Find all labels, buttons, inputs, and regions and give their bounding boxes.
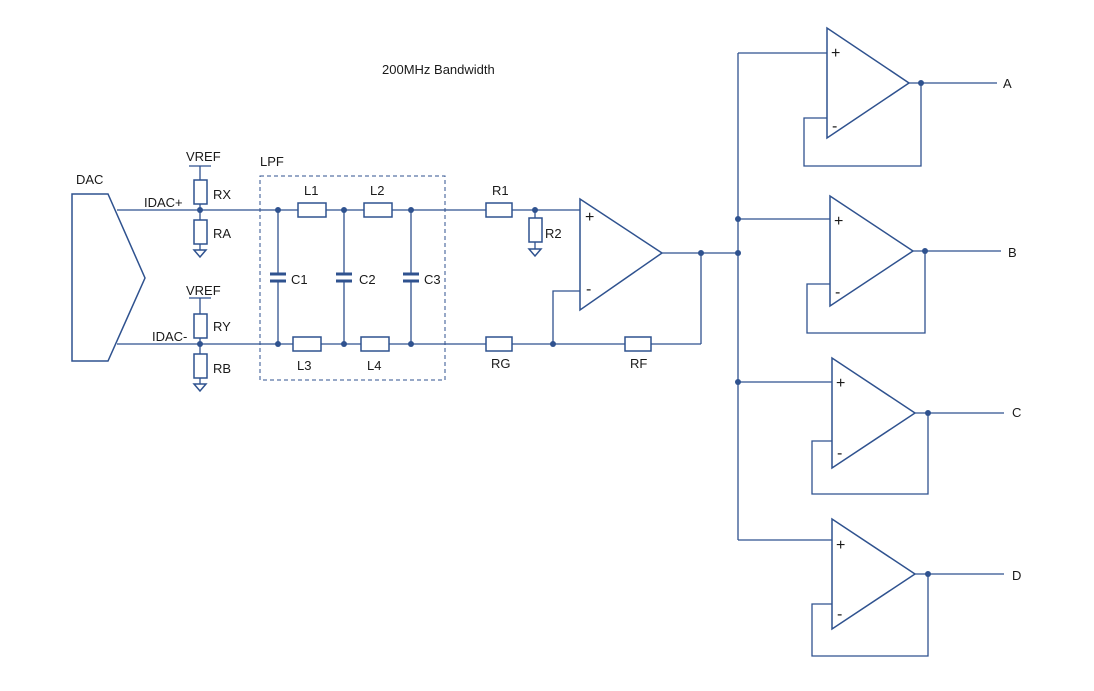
capacitor-c1 xyxy=(270,210,286,344)
resistor-r1 xyxy=(485,202,513,218)
idac-neg-label: IDAC- xyxy=(152,329,187,344)
resistor-rf xyxy=(624,336,652,352)
capacitor-c2 xyxy=(336,210,352,344)
vref-bottom-label: VREF xyxy=(186,283,221,298)
capacitor-c3 xyxy=(403,210,419,344)
svg-text:-: - xyxy=(837,445,842,462)
dac-label: DAC xyxy=(76,172,103,187)
resistor-ry xyxy=(193,313,208,339)
buffer-c: + - C xyxy=(738,356,1021,495)
ra-label: RA xyxy=(213,226,231,241)
svg-text:+: + xyxy=(834,213,843,230)
idac-pos-label: IDAC+ xyxy=(144,195,183,210)
resistor-ra xyxy=(193,219,208,245)
inductor-l1 xyxy=(297,202,327,218)
buffer-b: + - B xyxy=(738,194,1017,334)
inductor-l3 xyxy=(292,336,322,352)
ry-label: RY xyxy=(213,319,231,334)
l2-label: L2 xyxy=(370,183,384,198)
svg-text:+: + xyxy=(836,537,845,554)
amp-plus-sign: + xyxy=(585,209,594,226)
output-d-label: D xyxy=(1012,568,1021,583)
buffer-a: + - A xyxy=(738,26,1012,167)
rx-label: RX xyxy=(213,187,231,202)
buffer-d: + - D xyxy=(738,517,1021,657)
l3-label: L3 xyxy=(297,358,311,373)
dac-block: DAC xyxy=(71,172,146,362)
resistor-rg xyxy=(485,336,513,352)
resistor-r2 xyxy=(527,210,543,258)
r1-label: R1 xyxy=(492,183,509,198)
top-bias-network: VREF RX RA xyxy=(186,149,231,259)
svg-text:-: - xyxy=(837,606,842,623)
rf-label: RF xyxy=(630,356,647,371)
output-c-label: C xyxy=(1012,405,1021,420)
svg-text:-: - xyxy=(835,284,840,301)
ground-symbol xyxy=(192,249,208,259)
c1-label: C1 xyxy=(291,272,308,287)
r2-label: R2 xyxy=(545,226,562,241)
output-b-label: B xyxy=(1008,245,1017,260)
l1-label: L1 xyxy=(304,183,318,198)
output-a-label: A xyxy=(1003,76,1012,91)
c2-label: C2 xyxy=(359,272,376,287)
resistor-rx xyxy=(193,179,208,205)
amp-minus-sign: - xyxy=(586,281,591,298)
differential-amplifier: + - xyxy=(579,197,664,312)
svg-text:+: + xyxy=(831,45,840,62)
diagram-title: 200MHz Bandwidth xyxy=(382,62,495,77)
ground-symbol xyxy=(192,383,208,393)
svg-text:-: - xyxy=(832,118,837,135)
svg-text:+: + xyxy=(836,375,845,392)
vref-top-label: VREF xyxy=(186,149,221,164)
lpf-box xyxy=(259,175,446,381)
junction-dots xyxy=(197,80,931,577)
inductor-l4 xyxy=(360,336,390,352)
inductor-l2 xyxy=(363,202,393,218)
lpf-label: LPF xyxy=(260,154,284,169)
dac-symbol xyxy=(71,193,146,362)
c3-label: C3 xyxy=(424,272,441,287)
resistor-rb xyxy=(193,353,208,379)
bottom-bias-network: VREF RY RB xyxy=(186,283,231,393)
l4-label: L4 xyxy=(367,358,381,373)
rg-label: RG xyxy=(491,356,511,371)
rb-label: RB xyxy=(213,361,231,376)
